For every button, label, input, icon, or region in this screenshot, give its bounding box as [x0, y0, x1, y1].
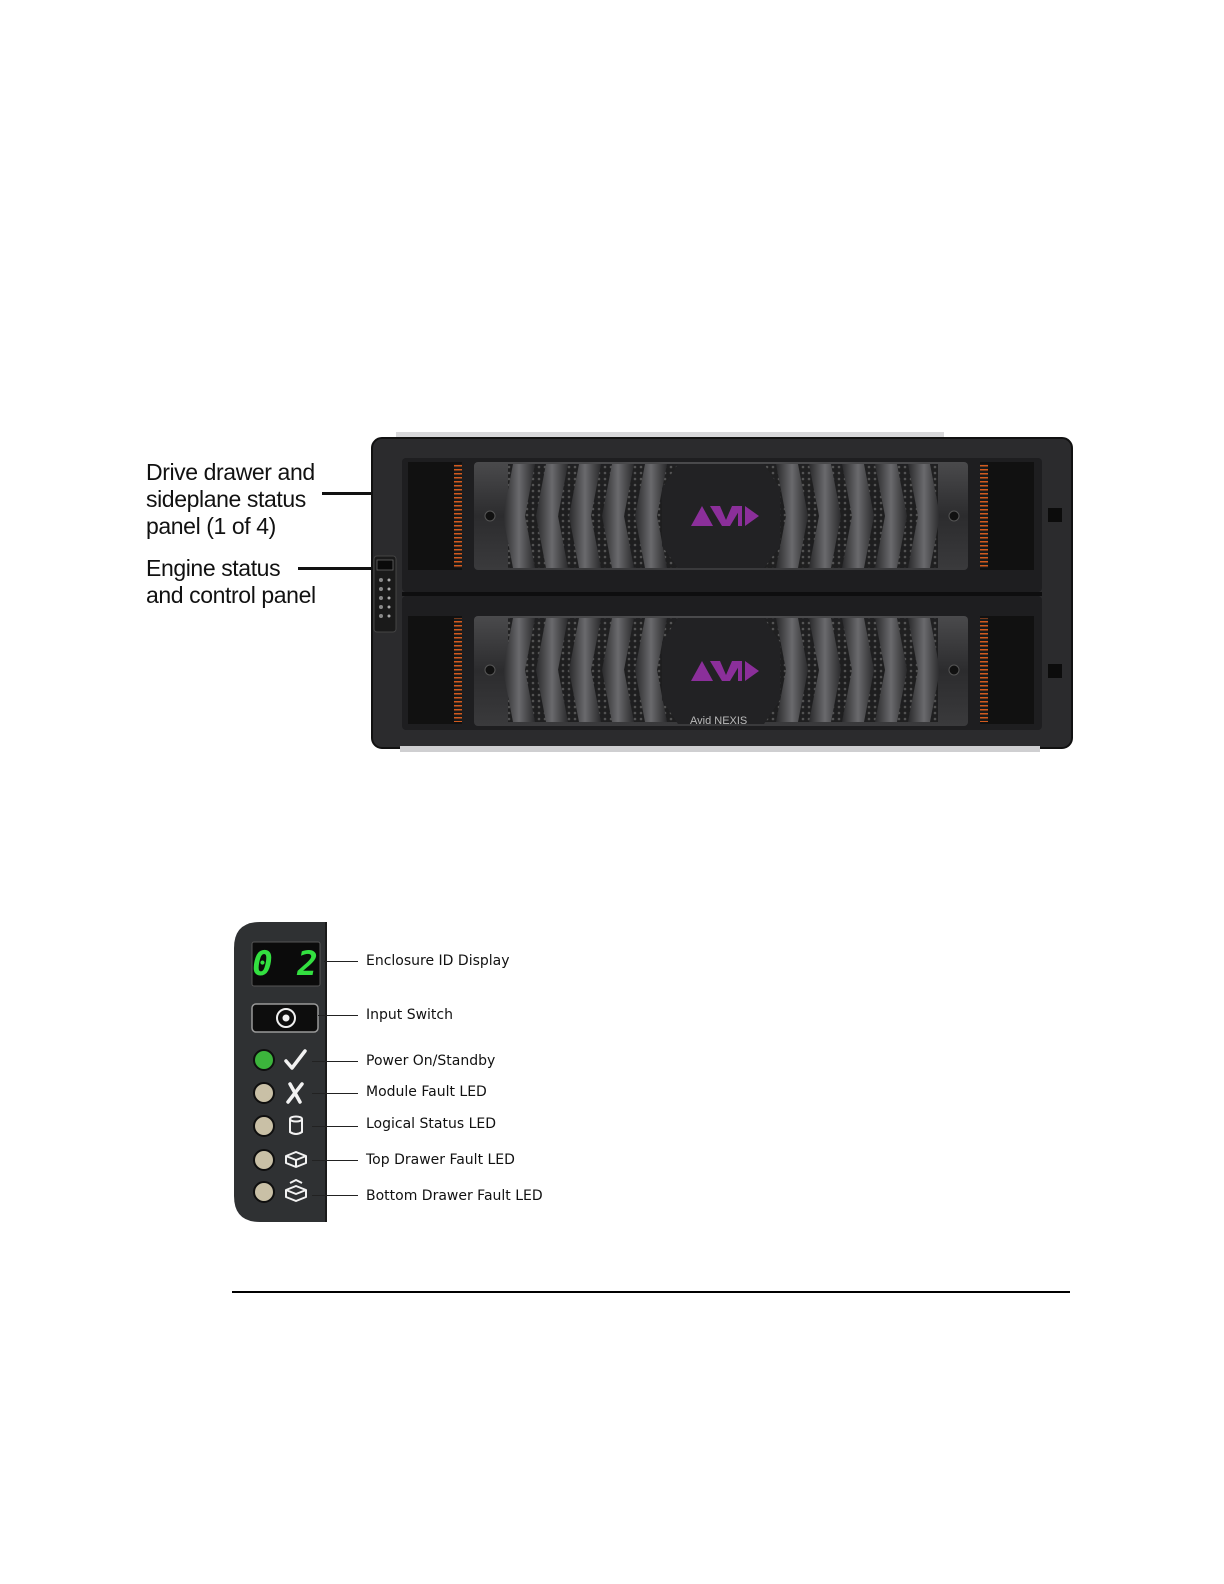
label-module-fault: Module Fault LED [366, 1083, 487, 1101]
callout-line-2: and control panel [146, 582, 316, 609]
leader-logical-status [312, 1126, 358, 1127]
label-enclosure-id: Enclosure ID Display [366, 952, 510, 970]
enclosure-id-value-wrapper: 0 2 [252, 942, 320, 986]
callout-line-1: Drive drawer and [146, 459, 315, 486]
callout-engine-panel-pointer [298, 567, 376, 570]
upper-drawer [402, 458, 1042, 592]
callout-engine-panel-label: Engine status and control panel [146, 555, 316, 609]
leader-enclosure-id [324, 961, 358, 962]
bottom-drawer-fault-led [254, 1182, 274, 1202]
leader-bottom-drawer [312, 1195, 358, 1196]
leader-module-fault [312, 1093, 358, 1094]
lower-drawer: Avid NEXIS [402, 596, 1042, 730]
module-fault-led [254, 1083, 274, 1103]
label-top-drawer-fault: Top Drawer Fault LED [366, 1151, 515, 1169]
enclosure-id-value: 0 2 [252, 944, 319, 984]
input-switch[interactable] [252, 1004, 318, 1032]
callout-line-1: Engine status [146, 555, 316, 582]
callout-line-2: sideplane status [146, 486, 315, 513]
leader-power [312, 1061, 358, 1062]
label-power: Power On/Standby [366, 1052, 495, 1070]
callout-drive-drawer-label: Drive drawer and sideplane status panel … [146, 459, 315, 540]
leader-input-switch [318, 1015, 358, 1016]
callout-line-3: panel (1 of 4) [146, 513, 315, 540]
top-drawer-fault-led [254, 1150, 274, 1170]
power-led [254, 1050, 274, 1070]
label-input-switch: Input Switch [366, 1006, 453, 1024]
engine-status-panel-small [374, 556, 396, 632]
model-label: Avid NEXIS [690, 715, 747, 727]
label-logical-status: Logical Status LED [366, 1115, 496, 1133]
label-bottom-drawer-fault: Bottom Drawer Fault LED [366, 1187, 543, 1205]
section-divider [232, 1291, 1070, 1293]
enclosure-chassis-image: Avid NEXIS [368, 428, 1076, 758]
logical-status-led [254, 1116, 274, 1136]
leader-top-drawer [312, 1160, 358, 1161]
